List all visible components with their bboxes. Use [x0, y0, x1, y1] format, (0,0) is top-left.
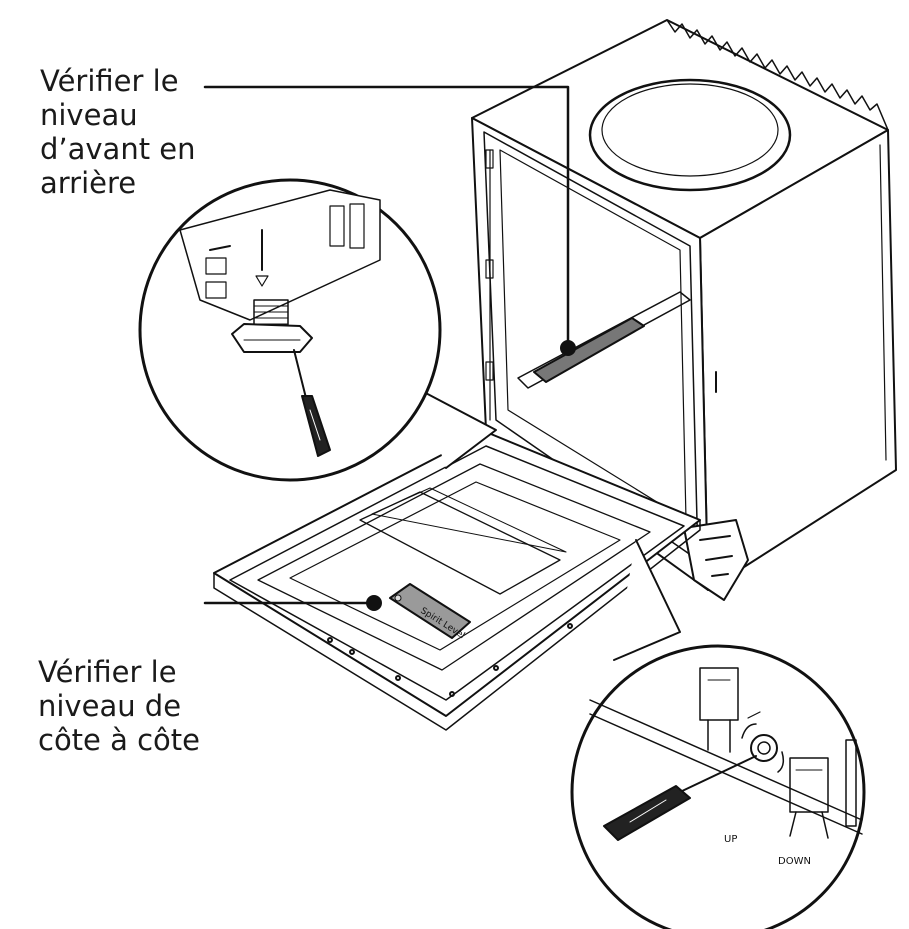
callout-line: niveau de [38, 689, 182, 723]
magnifier-front-foot [138, 178, 497, 482]
down-label: DOWN [778, 856, 811, 867]
magnifier-rear-adjuster: UP DOWN [570, 539, 866, 929]
dishwasher-body [471, 19, 897, 601]
callout-line: Vérifier le [38, 655, 177, 689]
callout-line: côte à côte [38, 723, 201, 757]
callout-side-to-side: Vérifier le niveau de côte à côte [38, 655, 200, 757]
callout-front-to-back: Vérifier le niveau d’avant en arrière [40, 64, 196, 200]
dishwasher-door: Spirit Level [213, 431, 701, 731]
up-label: UP [724, 834, 737, 845]
callout-line: Vérifier le [40, 64, 179, 98]
callout-line: d’avant en [40, 132, 196, 166]
leader-lines [203, 85, 576, 611]
callout-line: arrière [40, 166, 137, 200]
callout-line: niveau [40, 98, 138, 132]
